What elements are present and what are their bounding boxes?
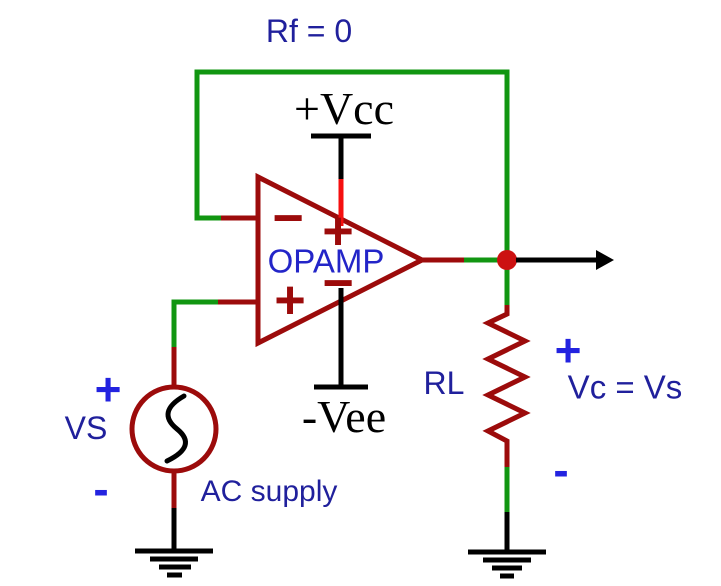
source-plus-sign: + [94,363,122,415]
output-minus-sign: - [553,444,569,496]
source-name-label: VS [64,410,108,446]
vee-label: -Vee [301,391,387,442]
vcc-label: +Vcc [294,83,394,134]
ground-icon-right [468,549,546,579]
power-plus-mark: + [322,201,354,261]
noninverting-input-plus-mark: + [274,270,306,330]
load-label: RL [423,365,465,401]
ground-icon-left [135,548,213,578]
ac-supply-label: AC supply [200,475,338,508]
output-plus-sign: + [554,324,582,376]
output-node [497,250,517,270]
output-arrow-icon [596,250,614,270]
feedback-wire [194,69,510,260]
power-minus-mark: − [322,253,354,313]
inverting-input-minus-mark: − [272,188,304,248]
load-resistor [482,305,531,469]
feedback-label: Rf = 0 [265,13,353,49]
source-minus-sign: - [93,463,109,515]
ac-sine-icon [164,393,188,464]
output-voltage-label: Vc = Vs [567,368,683,406]
noninverting-input-wire-green [171,299,218,349]
opamp-label: OPAMP [267,242,385,280]
